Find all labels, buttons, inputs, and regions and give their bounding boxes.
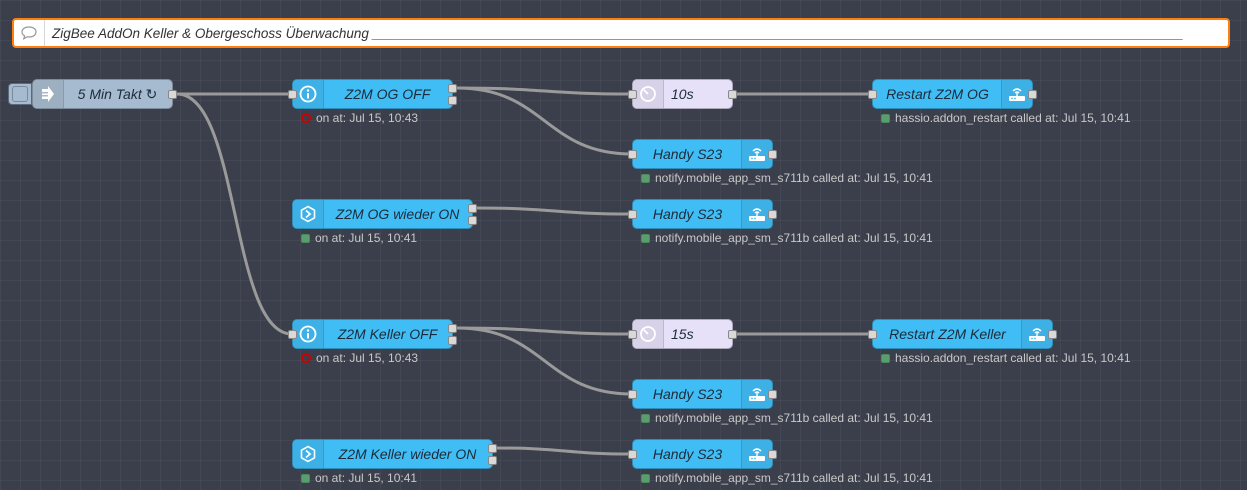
inject-trigger-button[interactable]	[8, 83, 32, 105]
service-node-handy-s23-3[interactable]: Handy S23	[628, 379, 777, 409]
node-status: hassio.addon_restart called at: Jul 15, …	[881, 111, 1131, 125]
node-label: 15s	[671, 326, 694, 342]
status-dot-icon	[641, 474, 650, 483]
comment-text: ZigBee AddOn Keller & Obergeschoss Überw…	[52, 26, 1184, 41]
node-label: Handy S23	[652, 446, 723, 462]
output-port[interactable]	[728, 330, 737, 339]
node-label: Restart Z2M Keller	[889, 326, 1006, 342]
service-node-restart-z2m-og[interactable]: Restart Z2M OG	[868, 79, 1037, 109]
trigger-node-z2m-og-wieder-on[interactable]: Z2M OG wieder ON	[292, 199, 477, 229]
node-label: Z2M OG wieder ON	[335, 206, 460, 222]
output-port-true[interactable]	[448, 84, 457, 93]
node-status: notify.mobile_app_sm_s711b called at: Ju…	[641, 411, 933, 425]
output-port[interactable]	[768, 210, 777, 219]
router-icon	[741, 440, 772, 468]
input-port[interactable]	[628, 90, 637, 99]
wire-og-off-handy1	[456, 86, 633, 156]
hexagon-arrow-icon	[293, 200, 324, 228]
wire-og-off-delay	[456, 86, 633, 96]
node-status: notify.mobile_app_sm_s711b called at: Ju…	[641, 231, 933, 245]
node-status: on at: Jul 15, 10:43	[301, 351, 418, 365]
state-node-z2m-og-off[interactable]: Z2M OG OFF	[288, 79, 457, 109]
input-port[interactable]	[628, 210, 637, 219]
service-node-handy-s23-1[interactable]: Handy S23	[628, 139, 777, 169]
service-node-restart-z2m-keller[interactable]: Restart Z2M Keller	[868, 319, 1057, 349]
output-port[interactable]	[768, 450, 777, 459]
node-status: notify.mobile_app_sm_s711b called at: Ju…	[641, 171, 933, 185]
output-port[interactable]	[768, 390, 777, 399]
service-node-handy-s23-4[interactable]: Handy S23	[628, 439, 777, 469]
input-port[interactable]	[868, 90, 877, 99]
timer-icon	[633, 80, 664, 108]
router-icon	[741, 380, 772, 408]
state-node-z2m-keller-off[interactable]: Z2M Keller OFF	[288, 319, 457, 349]
output-port[interactable]	[1028, 90, 1037, 99]
output-port[interactable]	[1048, 330, 1057, 339]
status-ring-icon	[301, 113, 311, 123]
status-dot-icon	[301, 474, 310, 483]
status-dot-icon	[641, 234, 650, 243]
output-port-false[interactable]	[448, 96, 457, 105]
output-port-1[interactable]	[488, 444, 497, 453]
info-icon	[293, 80, 324, 108]
wire-keller-off-delay	[456, 326, 633, 336]
service-node-handy-s23-2[interactable]: Handy S23	[628, 199, 777, 229]
timer-icon	[633, 320, 664, 348]
node-label: Z2M Keller wieder ON	[338, 446, 477, 462]
hexagon-arrow-icon	[293, 440, 324, 468]
router-icon	[741, 200, 772, 228]
node-status: hassio.addon_restart called at: Jul 15, …	[881, 351, 1131, 365]
output-port-2[interactable]	[468, 216, 477, 225]
wire-inject-keller-off	[176, 92, 293, 336]
speech-bubble-icon	[14, 20, 45, 46]
router-icon	[1021, 320, 1052, 348]
input-port[interactable]	[628, 150, 637, 159]
wire-keller-off-handy3	[456, 326, 633, 396]
comment-node[interactable]: ZigBee AddOn Keller & Obergeschoss Überw…	[12, 18, 1230, 48]
inject-label: 5 Min Takt ↻	[77, 86, 158, 102]
status-dot-icon	[881, 354, 890, 363]
output-port-2[interactable]	[488, 456, 497, 465]
wire-keller-on-handy4	[496, 446, 633, 456]
arrow-right-icon	[33, 80, 64, 108]
status-dot-icon	[881, 114, 890, 123]
node-label: Z2M OG OFF	[344, 86, 431, 102]
node-label: Z2M Keller OFF	[337, 326, 438, 342]
node-status: on at: Jul 15, 10:41	[301, 231, 417, 245]
node-label: Handy S23	[652, 146, 723, 162]
router-icon	[1001, 80, 1032, 108]
node-status: notify.mobile_app_sm_s711b called at: Ju…	[641, 471, 933, 485]
router-icon	[741, 140, 772, 168]
status-ring-icon	[301, 353, 311, 363]
node-status: on at: Jul 15, 10:41	[301, 471, 417, 485]
input-port[interactable]	[868, 330, 877, 339]
input-port[interactable]	[628, 330, 637, 339]
node-label: Handy S23	[652, 386, 723, 402]
node-label: Restart Z2M OG	[886, 86, 989, 102]
output-port[interactable]	[168, 90, 177, 99]
input-port[interactable]	[288, 90, 297, 99]
status-dot-icon	[301, 234, 310, 243]
output-port[interactable]	[768, 150, 777, 159]
input-port[interactable]	[628, 450, 637, 459]
status-dot-icon	[641, 174, 650, 183]
output-port-true[interactable]	[448, 324, 457, 333]
delay-node-10s[interactable]: 10s	[628, 79, 737, 109]
node-label: Handy S23	[652, 206, 723, 222]
output-port-1[interactable]	[468, 204, 477, 213]
node-label: 10s	[671, 86, 694, 102]
info-icon	[293, 320, 324, 348]
wire-og-on-handy2	[476, 206, 633, 216]
output-port-false[interactable]	[448, 336, 457, 345]
input-port[interactable]	[288, 330, 297, 339]
node-status: on at: Jul 15, 10:43	[301, 111, 418, 125]
status-dot-icon	[641, 414, 650, 423]
output-port[interactable]	[728, 90, 737, 99]
input-port[interactable]	[628, 390, 637, 399]
delay-node-15s[interactable]: 15s	[628, 319, 737, 349]
inject-node-5-min-takt[interactable]: 5 Min Takt ↻	[32, 79, 177, 109]
trigger-node-z2m-keller-wieder-on[interactable]: Z2M Keller wieder ON	[292, 439, 497, 469]
